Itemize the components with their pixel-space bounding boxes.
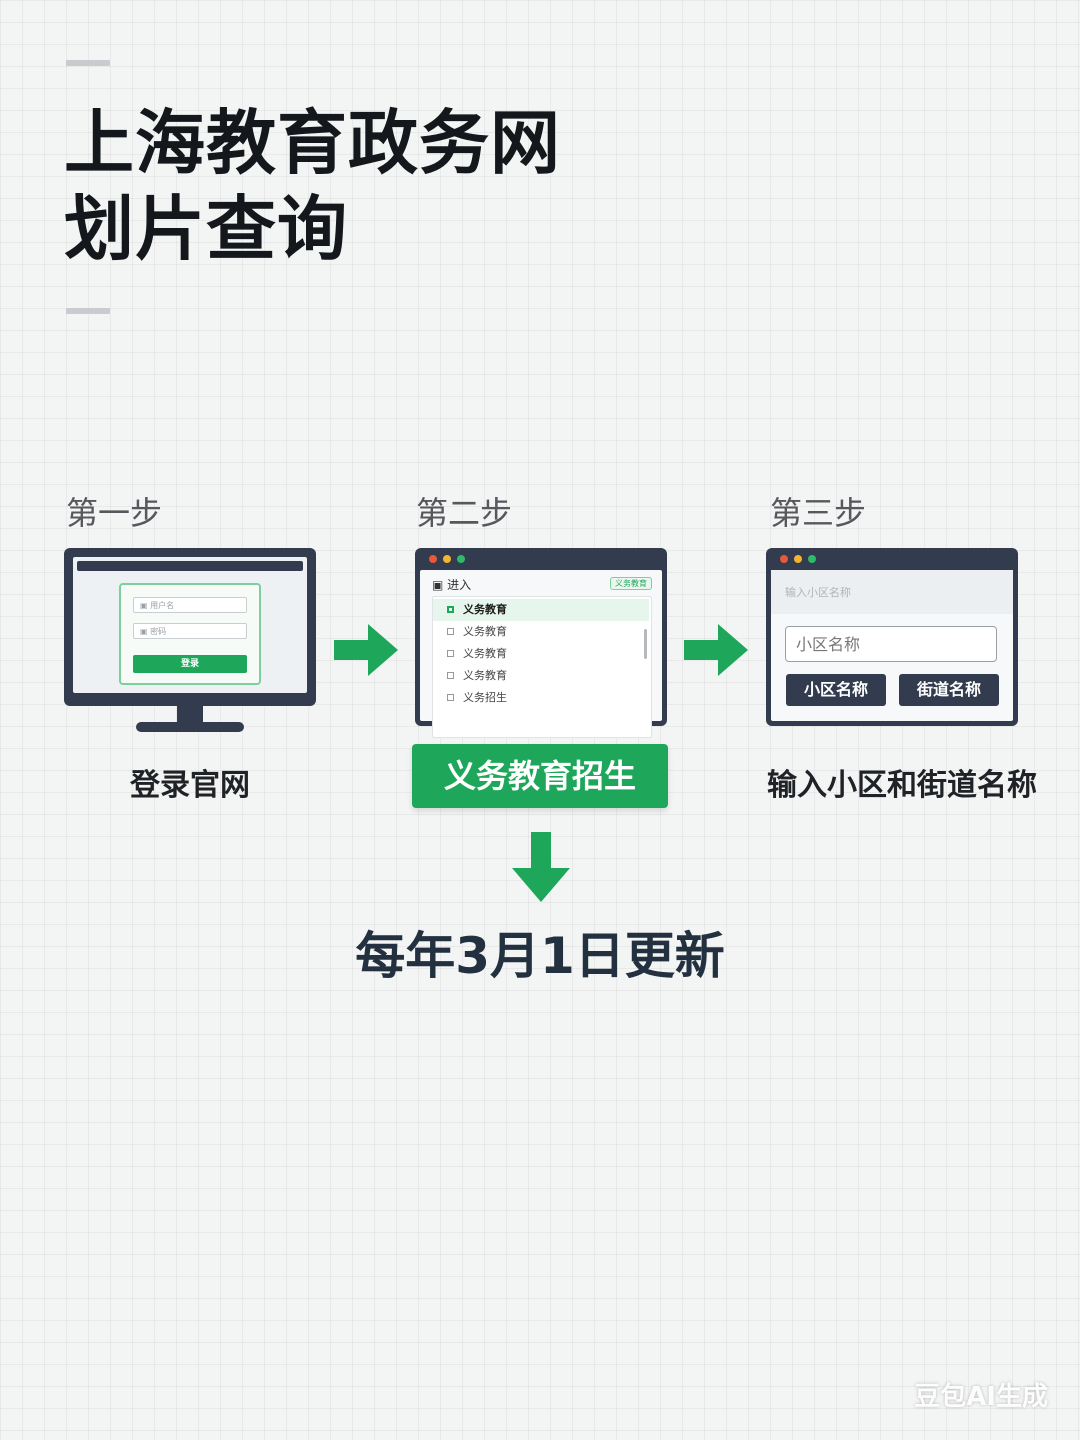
step-2-window-body: ▣ 进入 义务教育 义务教育 义务教育 义务教育 义务教育 义务招生 xyxy=(420,570,662,738)
menu-item-label: 义务教育 xyxy=(463,603,507,616)
search-band xyxy=(771,570,1013,614)
step-3-window-body: 输入小区名称 小区名称 小区名称 街道名称 xyxy=(771,570,1013,721)
page-title: 上海教育政务网 划片查询 xyxy=(64,100,561,272)
maximize-dot xyxy=(808,555,816,563)
close-dot xyxy=(429,555,437,563)
menu-badge: 义务教育 xyxy=(610,577,652,590)
menu-item[interactable]: 义务招生 xyxy=(433,687,649,709)
monitor-screen-content: ▣ 用户名 ▣ 密码 登录 xyxy=(73,557,307,693)
search-caption: 输入小区名称 xyxy=(785,586,851,599)
password-field[interactable]: ▣ 密码 xyxy=(133,623,247,639)
search-input[interactable]: 小区名称 xyxy=(785,626,997,662)
bottom-dash xyxy=(66,308,110,314)
title-line-1: 上海教育政务网 xyxy=(64,102,561,184)
step-2-label: 第二步 xyxy=(416,494,513,532)
menu-item-label: 义务教育 xyxy=(463,647,507,660)
checkbox-icon xyxy=(447,628,454,635)
top-dash xyxy=(66,60,110,66)
monitor-topbar xyxy=(77,561,303,571)
minimize-dot xyxy=(443,555,451,563)
menu-item[interactable]: 义务教育 xyxy=(433,621,649,643)
step-2-banner[interactable]: 义务教育招生 xyxy=(412,744,668,808)
step-2-window: ▣ 进入 义务教育 义务教育 义务教育 义务教育 义务教育 义务招生 xyxy=(415,548,667,738)
checkbox-icon xyxy=(447,650,454,657)
maximize-dot xyxy=(457,555,465,563)
watermark: 豆包AI生成 xyxy=(914,1382,1048,1412)
menu-header: ▣ 进入 xyxy=(432,578,472,592)
title-line-2: 划片查询 xyxy=(64,188,348,270)
login-button[interactable]: 登录 xyxy=(133,655,247,673)
menu-item[interactable]: 义务教育 xyxy=(433,665,649,687)
community-name-button[interactable]: 小区名称 xyxy=(786,674,886,706)
step-1-label: 第一步 xyxy=(66,494,163,532)
monitor-neck xyxy=(177,706,203,724)
checkbox-icon xyxy=(447,606,454,613)
menu-item-label: 义务教育 xyxy=(463,625,507,638)
minimize-dot xyxy=(794,555,802,563)
menu-item-label: 义务招生 xyxy=(463,691,507,704)
arrow-right-icon xyxy=(684,624,748,676)
checkbox-icon xyxy=(447,672,454,679)
monitor-base xyxy=(136,722,244,732)
menu-item[interactable]: 义务教育 xyxy=(433,599,649,621)
step-3-caption: 输入小区和街道名称 xyxy=(767,768,1037,803)
login-card: ▣ 用户名 ▣ 密码 登录 xyxy=(119,583,261,685)
monitor-screen: ▣ 用户名 ▣ 密码 登录 xyxy=(64,548,316,706)
menu-list: 义务教育 义务教育 义务教育 义务教育 义务招生 xyxy=(432,596,652,738)
step-3-window: 输入小区名称 小区名称 小区名称 街道名称 xyxy=(766,548,1018,726)
monitor-icon: ▣ 用户名 ▣ 密码 登录 xyxy=(64,548,316,732)
username-field[interactable]: ▣ 用户名 xyxy=(133,597,247,613)
step-3-label: 第三步 xyxy=(770,494,867,532)
step-1-caption: 登录官网 xyxy=(130,768,250,803)
menu-item[interactable]: 义务教育 xyxy=(433,643,649,665)
checkbox-icon xyxy=(447,694,454,701)
arrow-right-icon xyxy=(334,624,398,676)
menu-scrollbar[interactable] xyxy=(644,629,647,659)
street-name-button[interactable]: 街道名称 xyxy=(899,674,999,706)
arrow-down-icon xyxy=(512,832,570,902)
update-note: 每年3月1日更新 xyxy=(355,927,725,985)
close-dot xyxy=(780,555,788,563)
menu-item-label: 义务教育 xyxy=(463,669,507,682)
